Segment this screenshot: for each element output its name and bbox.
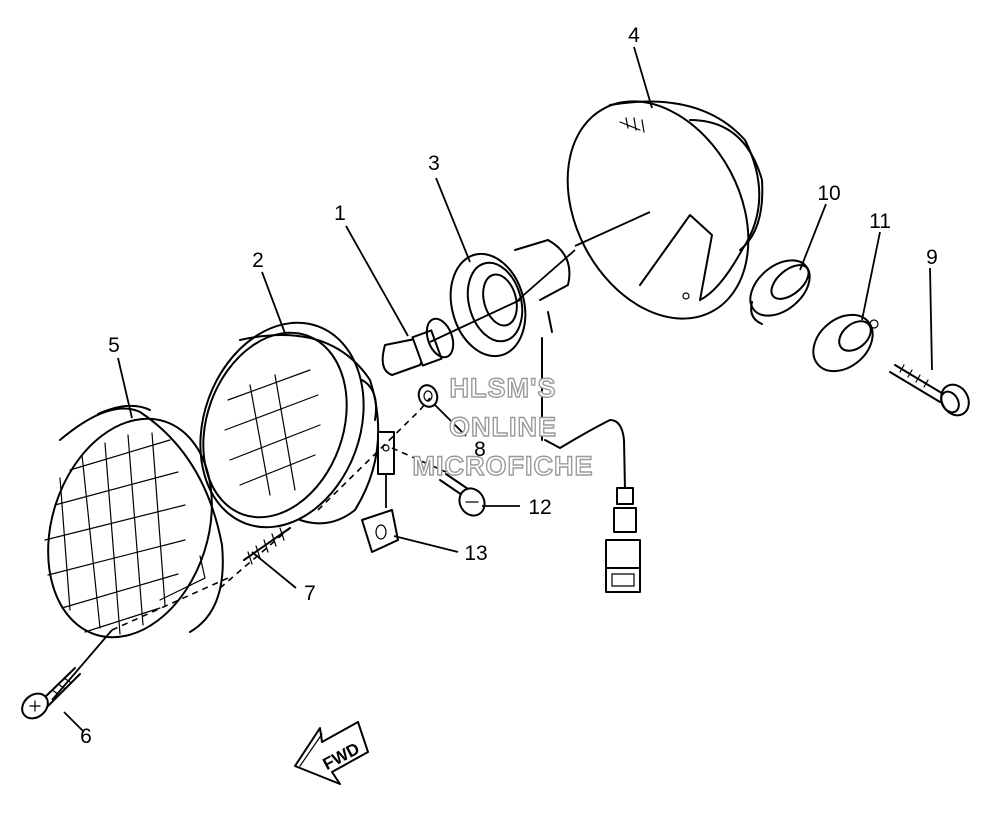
callout-10: 10 [817, 182, 840, 205]
callout-8: 8 [474, 438, 486, 461]
part-11-cover [812, 313, 879, 373]
callout-12: 12 [528, 496, 551, 519]
callout-6: 6 [80, 725, 92, 748]
callout-leaders [63, 46, 933, 733]
watermark-line-1: HLSM'S [450, 373, 557, 403]
assembly-lines [51, 249, 576, 701]
part-10-grommet [749, 259, 811, 325]
watermark: HLSM'S ONLINE MICROFICHE [412, 372, 594, 481]
part-7-spring [243, 527, 291, 565]
watermark-line-2: ONLINE [449, 412, 557, 442]
callout-labels: 1 2 3 4 5 6 7 8 9 10 11 12 13 [80, 24, 938, 748]
part-6-screw [21, 667, 81, 720]
callout-13: 13 [464, 542, 487, 565]
callout-2: 2 [252, 249, 264, 272]
callout-3: 3 [428, 152, 440, 175]
part-1-bulb [381, 317, 455, 376]
callout-9: 9 [926, 246, 938, 269]
part-5-headlight-guard [44, 404, 224, 639]
callout-11: 11 [869, 210, 891, 233]
watermark-line-3: MICROFICHE [413, 451, 594, 481]
grille [44, 432, 186, 635]
part-12-screw [439, 473, 486, 517]
part-8-nut [417, 384, 439, 408]
part-13-clip-nut [361, 509, 399, 553]
part-9-bolt [889, 364, 970, 417]
part-2-lens-unit [199, 321, 395, 529]
callout-4: 4 [628, 24, 640, 47]
part-4-headlight-housing [566, 100, 764, 320]
forward-direction-arrow: FWD [294, 721, 369, 785]
callout-7: 7 [304, 582, 316, 605]
part-3-socket [449, 239, 571, 441]
callout-5: 5 [108, 334, 120, 357]
callout-1: 1 [334, 202, 346, 225]
wiring-lead-and-connector [544, 419, 641, 593]
